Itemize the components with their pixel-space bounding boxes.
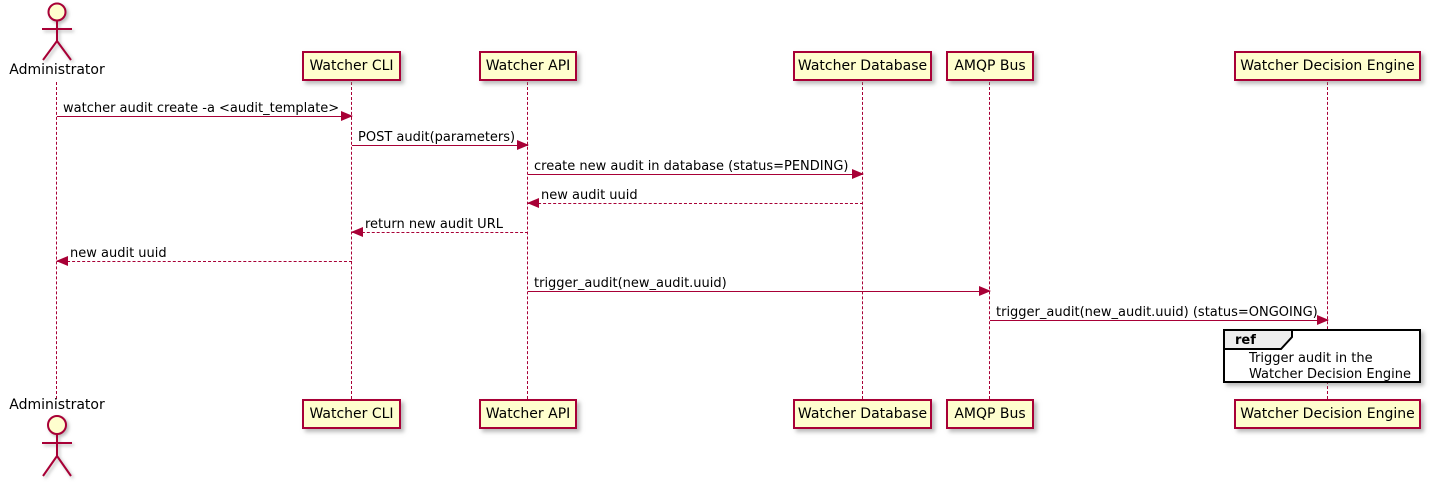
actor-administrator-icon [42,415,72,477]
message-label: new audit uuid [541,188,638,203]
lifeline-watcher-api [527,82,528,399]
message-trigger-audit: trigger_audit(new_audit.uuid) [528,276,991,296]
message-label: trigger_audit(new_audit.uuid) [534,276,727,291]
participant-watcher-api-top: Watcher API [479,51,577,81]
message-arrow-line [527,198,863,208]
actor-administrator-label-top: Administrator [9,62,105,78]
message-label: new audit uuid [70,246,167,261]
message-label: trigger_audit(new_audit.uuid) (status=ON… [996,305,1318,320]
message-arrow-line [528,286,991,296]
arrowhead-left-icon [351,227,363,237]
message-watcher-audit-create: watcher audit create -a <audit_template> [57,101,353,121]
actor-administrator-icon [42,2,72,61]
arrowhead-right-icon [517,140,529,150]
message-trigger-audit-ongoing: trigger_audit(new_audit.uuid) (status=ON… [990,305,1329,325]
participant-watcher-decision-engine-top: Watcher Decision Engine [1234,51,1421,81]
participant-watcher-cli-bottom: Watcher CLI [302,399,401,429]
message-label: POST audit(parameters) [358,130,516,145]
message-arrow-line [990,315,1329,325]
arrowhead-left-icon [56,256,68,266]
message-create-new-audit: create new audit in database (status=PEN… [528,159,864,179]
message-arrow-line [57,111,353,121]
ref-text-line: Trigger audit in the [1249,351,1373,366]
message-return-new-audit-url: return new audit URL [351,217,528,237]
ref-text-line: Watcher Decision Engine [1249,367,1411,382]
arrowhead-right-icon [1317,315,1329,325]
participant-amqp-bus-bottom: AMQP Bus [946,399,1034,429]
arrowhead-right-icon [852,169,864,179]
ref-fragment: ref Trigger audit in the Watcher Decisio… [1223,329,1421,383]
message-arrow-line [352,140,529,150]
participant-watcher-database-top: Watcher Database [793,51,932,81]
participant-watcher-cli-top: Watcher CLI [302,51,401,81]
participant-watcher-decision-engine-bottom: Watcher Decision Engine [1234,399,1421,429]
participant-watcher-database-bottom: Watcher Database [793,399,932,429]
arrowhead-right-icon [341,111,353,121]
message-label: return new audit URL [365,217,503,232]
message-label: create new audit in database (status=PEN… [534,159,849,174]
message-post-audit: POST audit(parameters) [352,130,529,150]
ref-keyword: ref [1235,333,1256,348]
lifeline-watcher-cli [351,82,352,399]
ref-body: Trigger audit in the Watcher Decision En… [1225,331,1419,383]
lifeline-watcher-decision-engine [1327,82,1328,399]
ref-tab-pentagon [1223,329,1293,350]
lifeline-amqp-bus [989,82,990,399]
participant-amqp-bus-top: AMQP Bus [946,51,1034,81]
message-new-audit-uuid-cli: new audit uuid [56,246,352,266]
lifeline-administrator [56,82,57,399]
participant-watcher-api-bottom: Watcher API [479,399,577,429]
actor-administrator-label-bottom: Administrator [9,397,105,413]
message-arrow-line [351,227,528,237]
message-arrow-line [528,169,864,179]
arrowhead-left-icon [527,198,539,208]
message-arrow-line [56,256,352,266]
arrowhead-right-icon [979,286,991,296]
message-label: watcher audit create -a <audit_template> [63,101,340,116]
lifeline-watcher-database [862,82,863,399]
message-new-audit-uuid-db: new audit uuid [527,188,863,208]
